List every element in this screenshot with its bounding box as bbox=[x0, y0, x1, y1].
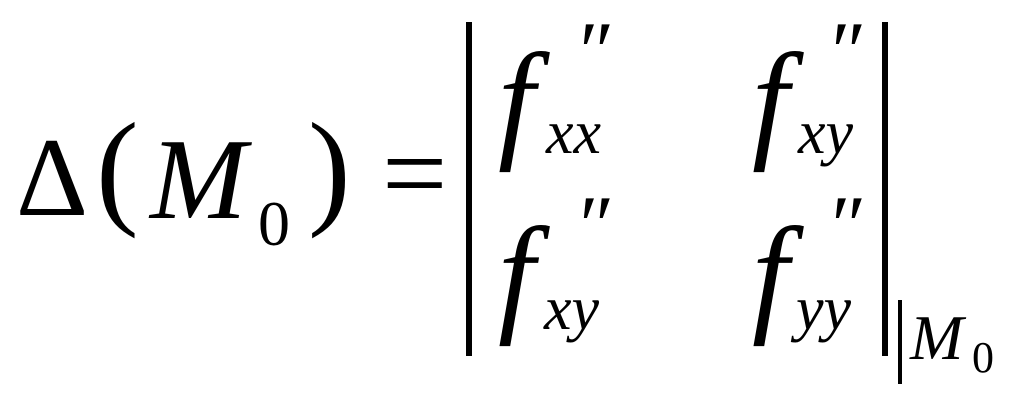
second-derivative-mark: ″ bbox=[574, 179, 609, 272]
right-parenthesis: ) bbox=[308, 97, 351, 239]
cell-subscript: yy bbox=[796, 275, 852, 343]
second-derivative-mark: ″ bbox=[574, 5, 609, 98]
point-symbol: M bbox=[150, 116, 247, 244]
determinant-left-bar bbox=[466, 22, 472, 356]
function-symbol: f bbox=[498, 200, 535, 347]
determinant-right-bar bbox=[882, 22, 888, 356]
cell-subscript: xy bbox=[544, 275, 600, 343]
cell-subscript: xy bbox=[798, 99, 854, 167]
evaluation-point-subscript: 0 bbox=[972, 333, 994, 382]
evaluation-bar bbox=[898, 300, 902, 384]
second-derivative-mark: ″ bbox=[826, 179, 861, 272]
function-symbol: f bbox=[752, 200, 789, 347]
cell-subscript: xx bbox=[546, 99, 602, 167]
left-parenthesis: ( bbox=[96, 97, 139, 239]
point-subscript: 0 bbox=[258, 188, 290, 259]
delta-symbol: Δ bbox=[16, 116, 89, 240]
evaluation-point-symbol: M bbox=[910, 302, 964, 373]
second-derivative-mark: ″ bbox=[826, 5, 861, 98]
equals-sign: = bbox=[382, 110, 448, 238]
function-symbol: f bbox=[498, 26, 535, 173]
function-symbol: f bbox=[752, 26, 789, 173]
